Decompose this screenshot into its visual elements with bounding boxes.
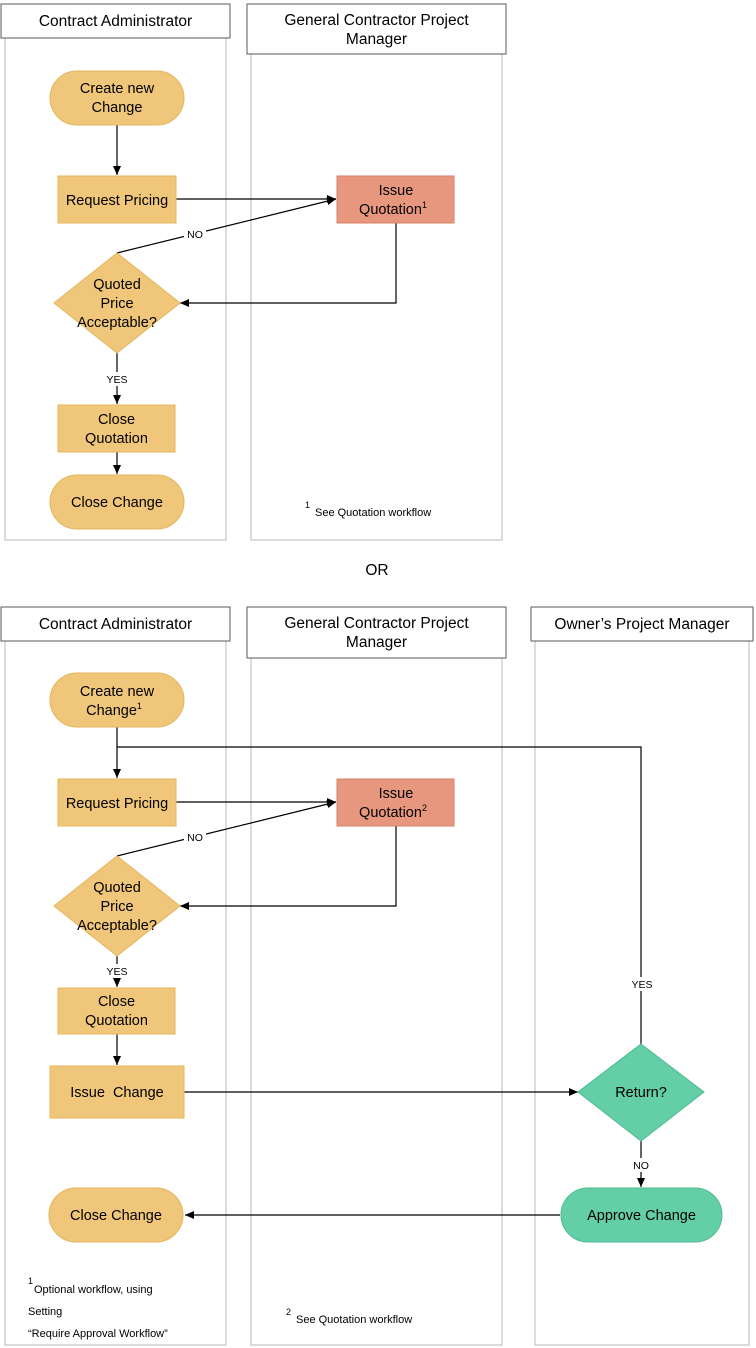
arrow-no-back-to-issue-quotation (116, 800, 337, 857)
no-label: NO (633, 1160, 649, 1172)
node-label: Close (98, 994, 135, 1010)
top-diagram: Contract Administrator General Contracto… (0, 3, 507, 541)
arrow-issue-quotation-to-decision (180, 826, 397, 910)
yes-label: YES (631, 979, 652, 991)
lane-header-gc-project-manager (246, 3, 507, 55)
node-label: Return? (615, 1085, 667, 1101)
node-label: Quoted (93, 277, 141, 293)
node-label: Change1 (86, 701, 142, 719)
footnote-number: 1 (305, 500, 310, 510)
node-label: Issue (379, 786, 414, 802)
label-bg (104, 964, 130, 978)
arrow-return-yes-loop (117, 746, 642, 1044)
lane-header-label: Owner’s Project Manager (554, 616, 729, 633)
no-label: NO (187, 832, 203, 844)
label-bg (630, 977, 656, 991)
or-separator: OR (365, 562, 388, 579)
lane-gc-project-manager (250, 642, 503, 1346)
footnote1-line2: Setting (28, 1306, 62, 1318)
bottom-diagram: Contract Administrator General Contracto… (0, 606, 754, 1346)
node-close-change: Close Change (49, 474, 185, 530)
node-label: Issue Change (70, 1085, 164, 1101)
lane-header-owner-project-manager (530, 606, 754, 642)
label-bg (184, 830, 206, 844)
node-request-pricing: Request Pricing (57, 778, 177, 827)
node-return: Return? (577, 1043, 705, 1142)
footnote2-number: 2 (286, 1307, 291, 1317)
yes-label: YES (106, 966, 127, 978)
node-quoted-price-acceptable: Quoted Price Acceptable? (53, 252, 181, 354)
lane-header-label-line2: Manager (346, 634, 407, 651)
lane-header-label-line2: Manager (346, 31, 407, 48)
node-close-quotation: Close Quotation (57, 404, 176, 453)
label-bg (630, 1158, 652, 1172)
node-label: Acceptable? (77, 918, 157, 934)
node-label: Acceptable? (77, 315, 157, 331)
footnote1-line3: “Require Approval Workflow” (28, 1328, 168, 1340)
lane-header-label-line1: General Contractor Project (284, 12, 469, 29)
node-label: Request Pricing (66, 193, 168, 209)
node-label: Approve Change (587, 1208, 696, 1224)
node-label: Price (100, 296, 133, 312)
node-create-new-change: Create new Change (49, 70, 185, 126)
node-label: Quotation (85, 431, 148, 447)
node-label: Price (100, 899, 133, 915)
node-create-new-change: Create new Change1 (49, 672, 185, 728)
no-label: NO (187, 229, 203, 241)
footnote-text: See Quotation workflow (315, 507, 431, 519)
lane-header-label: Contract Administrator (39, 616, 192, 633)
node-approve-change: Approve Change (560, 1187, 723, 1243)
node-label: Create new (80, 684, 155, 700)
lane-header-label-line1: General Contractor Project (284, 615, 469, 632)
node-request-pricing: Request Pricing (57, 175, 177, 224)
node-close-quotation: Close Quotation (57, 987, 176, 1035)
node-label: Request Pricing (66, 796, 168, 812)
node-label: Quotation (85, 1013, 148, 1029)
node-issue-change: Issue Change (49, 1065, 185, 1119)
node-quoted-price-acceptable: Quoted Price Acceptable? (53, 855, 181, 957)
node-issue-quotation: Issue Quotation2 (336, 778, 455, 827)
node-label: Quotation1 (359, 200, 427, 218)
footnote2-text: See Quotation workflow (296, 1314, 412, 1326)
arrow-issue-quotation-to-decision (180, 223, 397, 307)
node-label: Quoted (93, 880, 141, 896)
label-bg (184, 227, 206, 241)
node-label: Close Change (70, 1208, 162, 1224)
node-label: Change (92, 100, 143, 116)
lane-header-gc-project-manager (246, 606, 507, 659)
arrow-no-back-to-issue-quotation (116, 197, 337, 254)
footnote1-number: 1 (28, 1276, 33, 1286)
yes-label: YES (106, 374, 127, 386)
lane-gc-project-manager (250, 39, 503, 541)
node-label: Issue (379, 183, 414, 199)
node-label: Close Change (71, 495, 163, 511)
node-label: Close (98, 412, 135, 428)
node-label: Quotation2 (359, 803, 427, 821)
footnote1-line1: Optional workflow, using (34, 1284, 153, 1296)
node-issue-quotation: Issue Quotation1 (336, 175, 455, 224)
node-label: Create new (80, 81, 155, 97)
label-bg (104, 372, 130, 386)
lane-header-label: Contract Administrator (39, 13, 192, 30)
lane-header-contract-administrator (0, 606, 231, 642)
lane-header-contract-administrator (0, 3, 231, 39)
node-close-change: Close Change (48, 1187, 184, 1243)
